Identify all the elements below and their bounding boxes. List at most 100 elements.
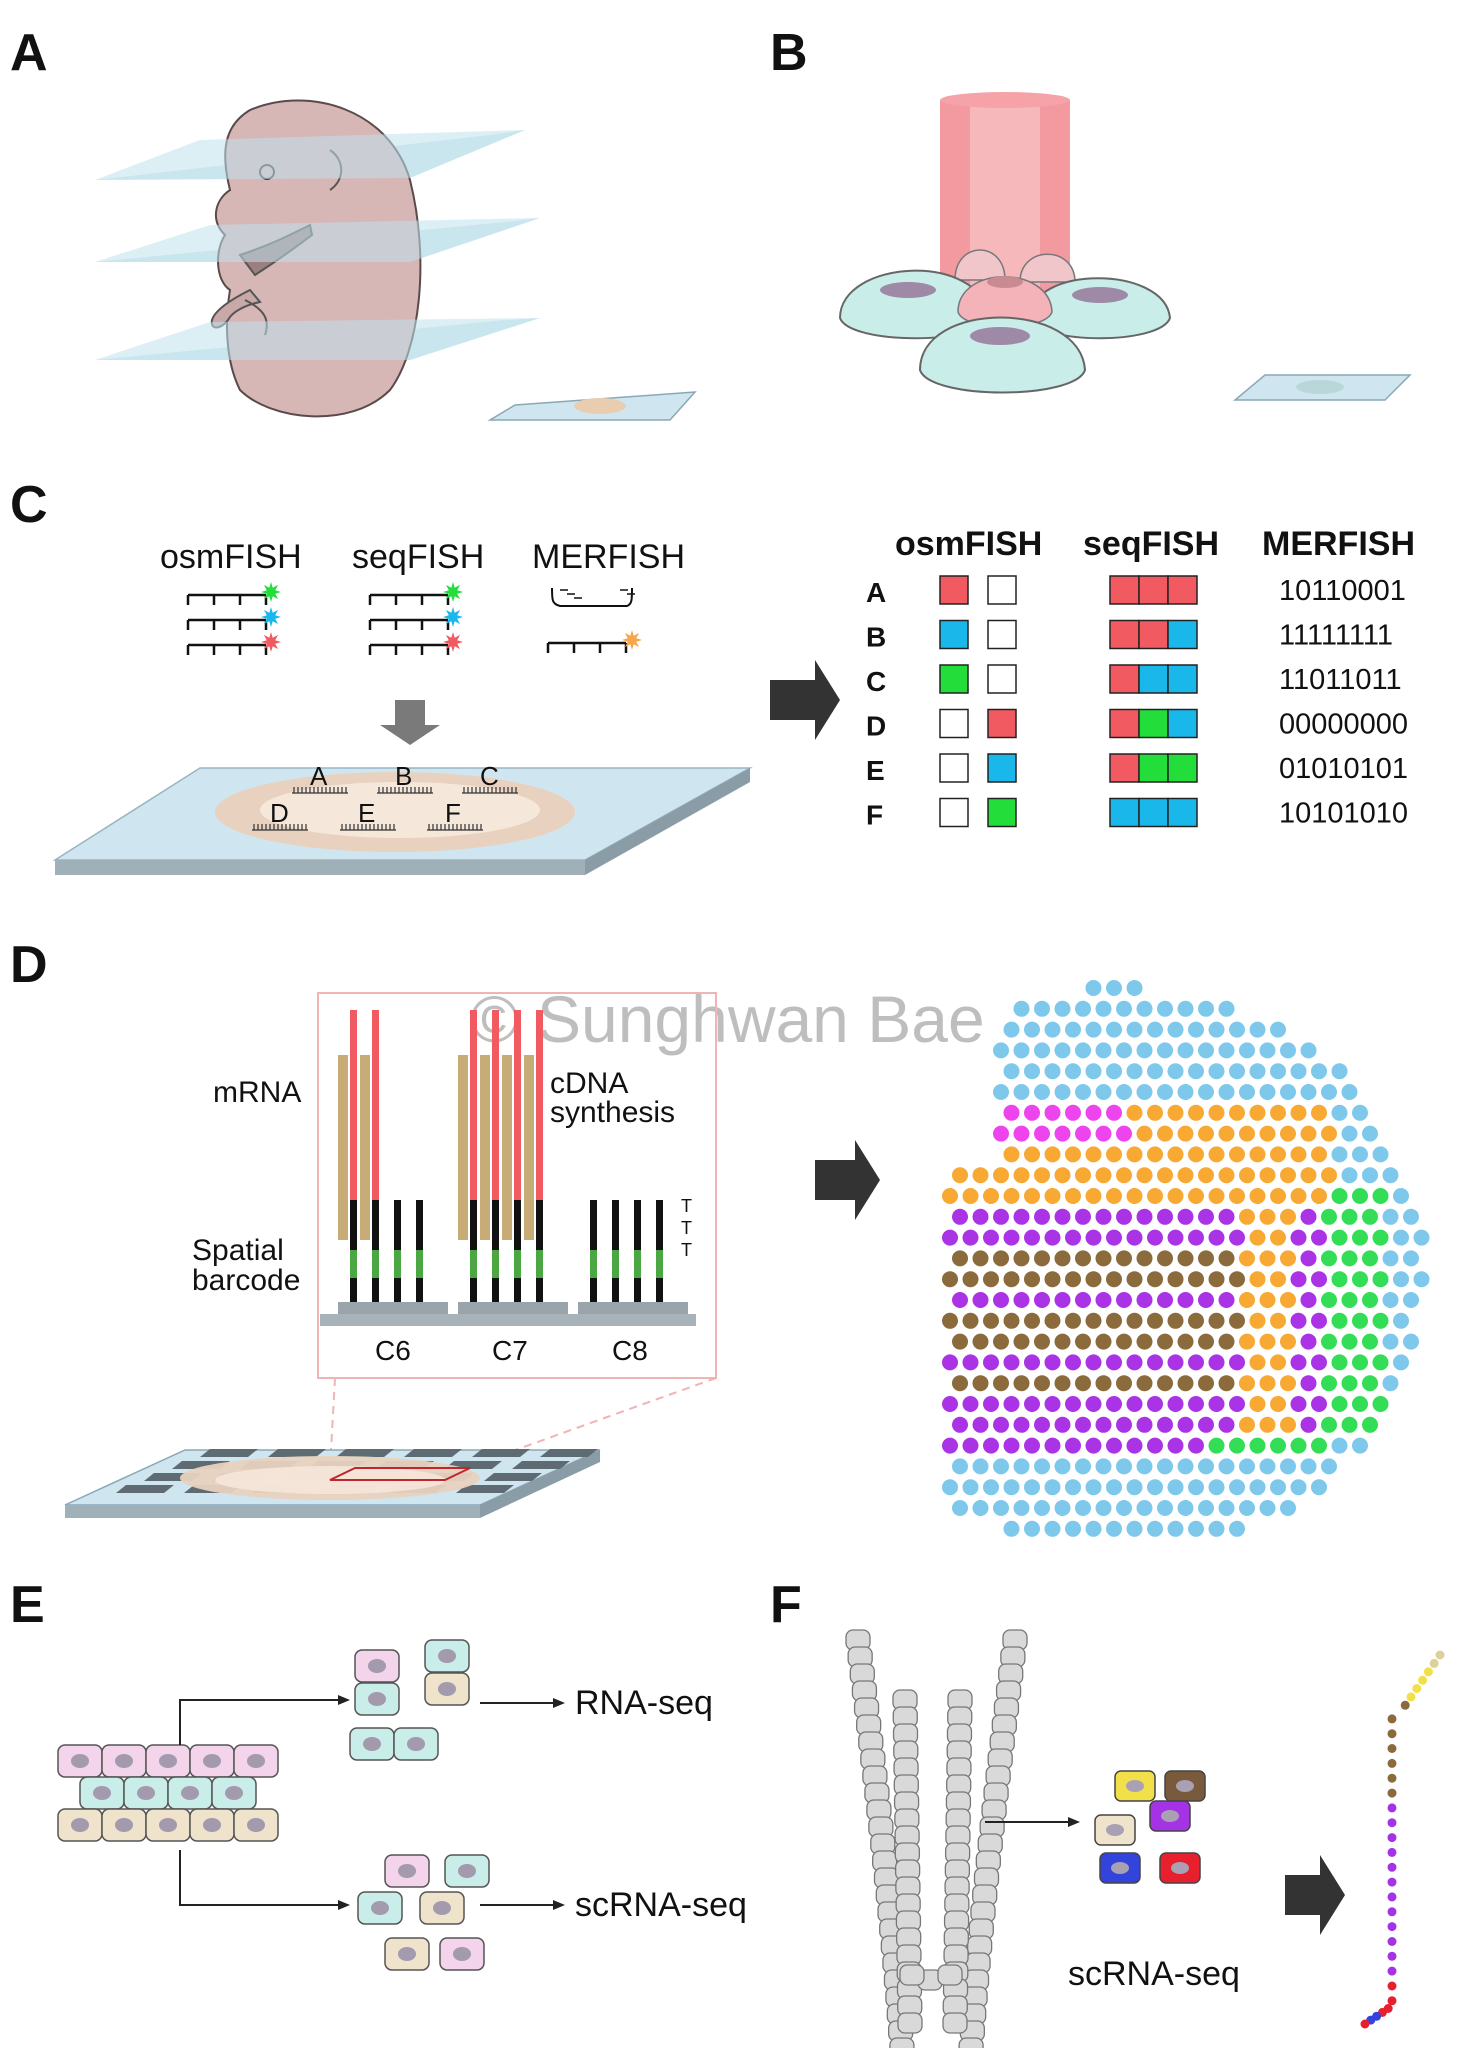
spot-s [1157, 1000, 1173, 1017]
cell-nucleus [363, 1737, 381, 1751]
cell-nucleus [398, 1947, 416, 1961]
seqfish-code-cell [1109, 753, 1140, 783]
spot-o [1229, 1104, 1245, 1121]
spot-p [1218, 1208, 1235, 1225]
spot-s [1065, 1021, 1081, 1038]
mrna-strand [372, 1010, 379, 1200]
capture-area-square [484, 1473, 542, 1481]
spot-s [1085, 1479, 1102, 1496]
spot-s [1034, 1458, 1050, 1475]
mrna-strand [492, 1010, 499, 1200]
fluor-star-icon [443, 607, 463, 627]
spot-o [1259, 1250, 1276, 1267]
spot-p [1167, 1354, 1184, 1371]
spot-s [1321, 1458, 1337, 1475]
spot-s [1085, 1520, 1102, 1537]
seqfish-code-cell [1167, 708, 1198, 739]
spot-s [1208, 1479, 1225, 1496]
fluor-star-icon [443, 632, 463, 652]
seqfish-code-cell [1167, 575, 1198, 605]
spot-s [1218, 1500, 1235, 1516]
spot-s [1003, 1021, 1020, 1038]
spot-s [1116, 1000, 1132, 1017]
t-letter-3: T [681, 1240, 692, 1260]
spot-s [1311, 1063, 1327, 1080]
spot-o [1280, 1375, 1296, 1392]
spot-s [1116, 1500, 1132, 1516]
trajectory-point [1387, 1729, 1397, 1739]
probe-comb [368, 593, 450, 605]
spot-b [1044, 1271, 1061, 1288]
barcode-segment [492, 1250, 499, 1278]
osmfish-code-cell [987, 664, 1017, 694]
spot-p [1290, 1229, 1307, 1246]
spot-b [1095, 1333, 1112, 1350]
spot-p [942, 1229, 958, 1246]
slide-surface [320, 1314, 696, 1326]
osmfish-code-cell [987, 797, 1017, 828]
probe-comb [186, 643, 268, 655]
spot-s [1095, 1500, 1112, 1516]
spot-p [942, 1437, 958, 1454]
spot-o [1126, 1146, 1143, 1163]
table-header-merfish: MERFISH [1262, 525, 1415, 563]
t-letter-1: T [681, 1196, 692, 1216]
panel-a-embryo-illustration [95, 99, 697, 421]
seqfish-code-cell [1167, 619, 1198, 650]
trajectory-point [1387, 1907, 1397, 1917]
spot-o [1065, 1188, 1081, 1204]
spot-p [1024, 1354, 1040, 1371]
spot-s [1085, 1021, 1102, 1038]
spot-s [1393, 1188, 1409, 1204]
spot-p [1126, 1229, 1143, 1246]
spot-o [1270, 1146, 1286, 1163]
spot-p [1003, 1396, 1020, 1412]
spot-p [1290, 1354, 1307, 1371]
right-arrow-icon-d [815, 1140, 880, 1220]
panel-letter-a: A [10, 24, 48, 82]
spot-p [1311, 1312, 1327, 1329]
spot-s [1372, 1146, 1389, 1163]
spot-s [1331, 1146, 1348, 1163]
spot-p [1208, 1396, 1225, 1412]
spot-o [1249, 1396, 1266, 1412]
cell-right [1028, 277, 1172, 340]
spot-m [1075, 1125, 1091, 1142]
spot-s [1177, 1000, 1194, 1017]
spot-p [1177, 1292, 1194, 1308]
spot-o [1239, 1167, 1255, 1184]
slide-target-label: E [358, 798, 375, 828]
spot-b [1177, 1250, 1194, 1267]
target-probe-ticks [462, 787, 518, 794]
osmfish-code-cell [987, 708, 1017, 739]
spot-p [1198, 1208, 1214, 1225]
spot-g [1362, 1292, 1378, 1308]
spot-g [1362, 1333, 1378, 1350]
cell-nucleus [1161, 1810, 1179, 1822]
trajectory-point [1387, 1758, 1397, 1768]
spot-s [983, 1479, 999, 1496]
spot-o [1188, 1104, 1204, 1121]
spot-label-c7: C7 [492, 1335, 528, 1366]
spot-s [1003, 1479, 1020, 1496]
spot-s [1054, 1042, 1071, 1059]
cdna-strand [458, 1055, 468, 1240]
spot-b [1167, 1271, 1184, 1288]
trajectory-point [1360, 2019, 1370, 2029]
spot-s [993, 1042, 1009, 1059]
osmfish-code-cell [987, 753, 1017, 783]
spot-s [1167, 1520, 1184, 1537]
label-scrna-seq-e: scRNA-seq [575, 1886, 747, 1924]
spot-g [1331, 1188, 1348, 1204]
spot-p [1085, 1229, 1102, 1246]
method-osmfish: osmFISH [160, 538, 302, 576]
probe-schematics [186, 582, 642, 655]
cell-nucleus [407, 1737, 425, 1751]
spot-s [1044, 1021, 1061, 1038]
spot-p [952, 1208, 968, 1225]
fluor-star-icon [261, 632, 281, 652]
spot-s [1188, 1021, 1204, 1038]
osmfish-code-cell [939, 753, 969, 783]
spot-s [1013, 1458, 1030, 1475]
trajectory-point [1387, 1981, 1397, 1991]
